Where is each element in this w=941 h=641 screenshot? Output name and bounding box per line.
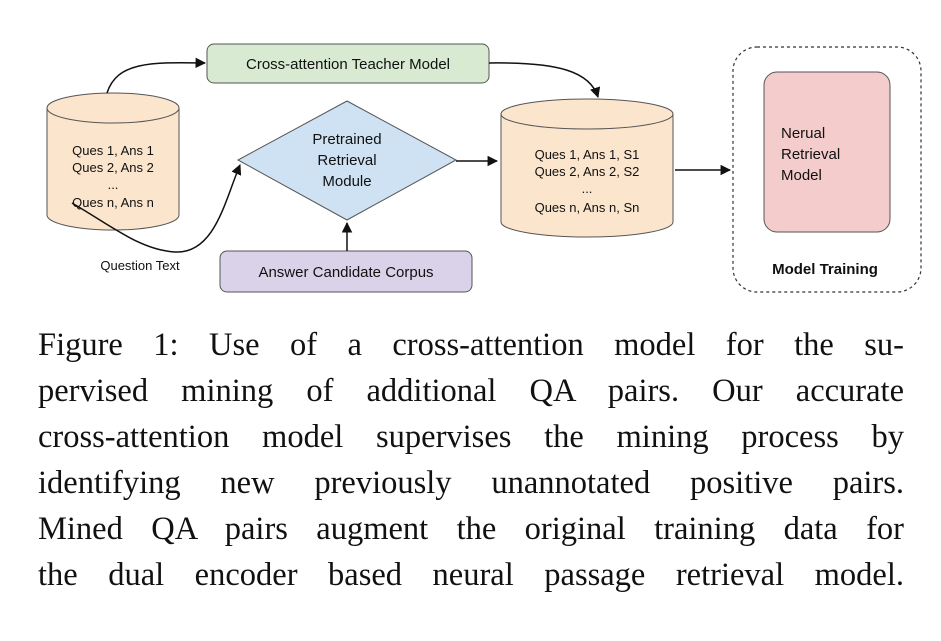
neural-model-line-2: Retrieval: [781, 146, 840, 163]
qa-mining-diagram: Ques 1, Ans 1 Ques 2, Ans 2 ... Ques n, …: [46, 43, 922, 293]
mined-qa-database: Ques 1, Ans 1, S1 Ques 2, Ans 2, S2 ... …: [500, 98, 674, 238]
caption-line-5: Mined QA pairs augment the original trai…: [38, 511, 904, 547]
mined-db-line-4: Ques n, Ans n, Sn: [535, 200, 640, 215]
neural-model-line-3: Model: [781, 167, 822, 184]
arrow-teacher-to-mined-db: [488, 62, 601, 98]
teacher-model-label: Cross-attention Teacher Model: [246, 56, 450, 73]
caption-line-4: identifying new previously unannotated p…: [38, 465, 904, 501]
input-db-line-4: Ques n, Ans n: [72, 195, 154, 210]
retrieval-module-line-3: Module: [322, 173, 371, 190]
question-text-label: Question Text: [100, 258, 180, 273]
arrow-question-text-to-module: [71, 164, 242, 253]
teacher-model-node: Cross-attention Teacher Model: [206, 43, 490, 84]
figure-caption: Figure 1: Use of a cross-attention model…: [38, 322, 904, 598]
input-db-line-2: Ques 2, Ans 2: [72, 160, 154, 175]
input-qa-database: Ques 1, Ans 1 Ques 2, Ans 2 ... Ques n, …: [46, 92, 180, 231]
answer-corpus-node: Answer Candidate Corpus: [219, 250, 473, 293]
caption-line-2: pervised mining of additional QA pairs. …: [38, 373, 904, 409]
answer-corpus-label: Answer Candidate Corpus: [258, 264, 433, 281]
caption-line-3: cross-attention model supervises the min…: [38, 419, 904, 455]
caption-line-1: Figure 1: Use of a cross-attention model…: [38, 327, 904, 363]
mined-db-line-1: Ques 1, Ans 1, S1: [535, 147, 640, 162]
arrow-db-to-teacher: [106, 57, 207, 94]
retrieval-module-line-2: Retrieval: [317, 152, 376, 169]
input-db-line-3: ...: [108, 177, 119, 192]
neural-model-line-1: Nerual: [781, 125, 825, 142]
mined-db-line-3: ...: [582, 181, 593, 196]
input-db-line-1: Ques 1, Ans 1: [72, 143, 154, 158]
model-training-group: Nerual Retrieval Model Model Training: [732, 46, 922, 293]
caption-line-6: the dual encoder based neural passage re…: [38, 557, 904, 593]
mined-db-line-2: Ques 2, Ans 2, S2: [535, 164, 640, 179]
retrieval-module-line-1: Pretrained: [312, 131, 381, 148]
retrieval-module-node: Pretrained Retrieval Module: [236, 100, 458, 221]
model-training-label: Model Training: [772, 261, 878, 278]
